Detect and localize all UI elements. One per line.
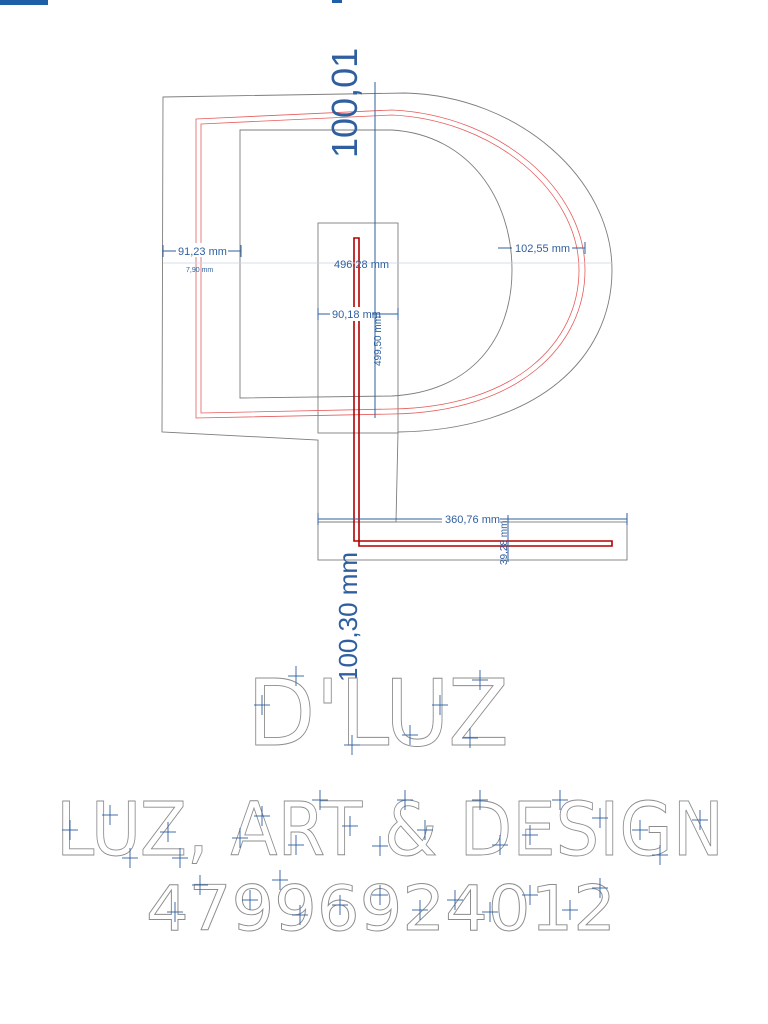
outlined-text-tagline: LUZ, ART & DESIGN bbox=[56, 787, 724, 873]
dimension-inner-width: 90,18 mm bbox=[332, 309, 381, 321]
letter-p-outer-outline bbox=[161, 92, 613, 523]
dimension-vertical-length: 499,50 mm bbox=[373, 316, 384, 366]
dimension-bottom-height: 100,30 mm bbox=[333, 552, 363, 682]
left-width-label-bg bbox=[176, 243, 228, 257]
dimension-top-height: 100,01 bbox=[324, 48, 365, 158]
letter-p-stem-outline bbox=[317, 222, 399, 434]
outlined-text-phone: 47996924012 bbox=[146, 872, 616, 945]
dimension-center-width: 496,28 mm bbox=[334, 259, 389, 271]
right-width-label-bg bbox=[512, 241, 572, 255]
neon-path-p-inner bbox=[200, 114, 580, 414]
dimension-left-width: 91,23 mm bbox=[178, 246, 227, 258]
outlined-text-dluz: D'LUZ bbox=[247, 660, 509, 767]
neon-path-p-outer bbox=[195, 109, 586, 419]
dimension-bar-height: 39,28 mm bbox=[499, 521, 510, 565]
dimension-right-width: 102,55 mm bbox=[515, 243, 570, 255]
horizontal-length-label-bg bbox=[442, 512, 500, 526]
dimension-horizontal-length: 360,76 mm bbox=[445, 514, 500, 526]
node-markers bbox=[62, 666, 708, 925]
top-accent-bar bbox=[0, 0, 48, 5]
inner-width-label-bg bbox=[330, 307, 372, 321]
dimension-left-small: 7,90 mm bbox=[186, 267, 213, 274]
neon-path-l bbox=[353, 237, 613, 547]
letter-p-inner-outline bbox=[239, 129, 513, 399]
top-accent-mark bbox=[332, 0, 342, 3]
